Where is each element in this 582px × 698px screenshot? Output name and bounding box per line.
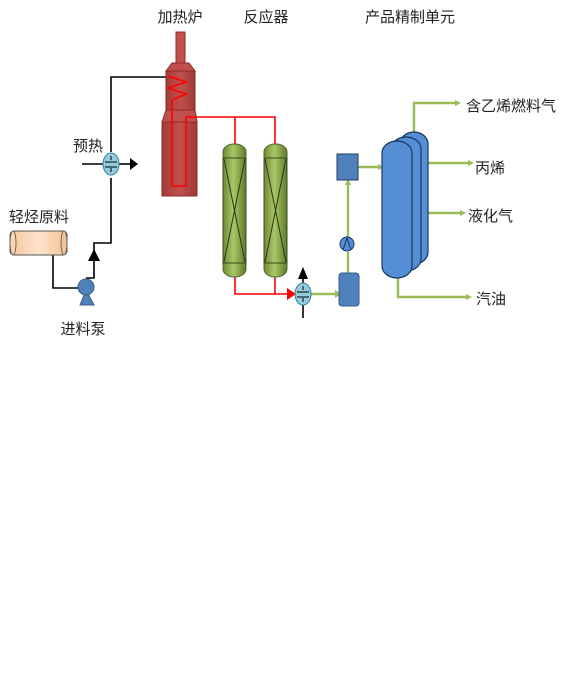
surge-drum bbox=[336, 153, 359, 181]
tank-to-pump-line bbox=[52, 255, 80, 289]
reactor-outlet-header bbox=[234, 277, 287, 295]
reactor-label: 反应器 bbox=[243, 8, 288, 26]
pump-discharge-arrow bbox=[88, 249, 100, 261]
hot-stream-arrow bbox=[287, 288, 296, 300]
preheat-exchanger bbox=[102, 152, 120, 176]
propylene-label: 丙烯 bbox=[475, 159, 505, 177]
furnace-to-reactor-header bbox=[186, 116, 276, 145]
feed-lines bbox=[52, 76, 304, 318]
furnace-radiant bbox=[161, 121, 198, 197]
furnace-hood bbox=[165, 62, 196, 72]
preheat-label: 预热 bbox=[73, 137, 103, 155]
heating-furnace bbox=[161, 31, 198, 197]
feedstock-tank bbox=[9, 230, 68, 256]
preheater-to-furnace-line bbox=[110, 76, 166, 152]
refining-columns bbox=[381, 131, 429, 279]
furnace-label: 加热炉 bbox=[157, 8, 202, 26]
product-arrows bbox=[335, 100, 474, 300]
furnace-coil bbox=[165, 75, 189, 187]
lpg-label: 液化气 bbox=[468, 207, 513, 225]
refining-unit-label: 产品精制单元 bbox=[365, 8, 455, 26]
feed-pump bbox=[77, 278, 95, 306]
fuel-gas-label: 含乙烯燃料气 bbox=[466, 97, 556, 115]
reactor-1 bbox=[222, 143, 247, 278]
refining-column-1 bbox=[381, 140, 413, 279]
gasoline-label: 汽油 bbox=[476, 290, 506, 308]
gas-liquid-separator bbox=[338, 272, 360, 307]
pump-to-preheater-line bbox=[86, 178, 112, 279]
compressor bbox=[339, 236, 355, 252]
cooler-up-arrow bbox=[298, 267, 308, 279]
feed-pump-label: 进料泵 bbox=[60, 320, 105, 338]
reactor-2 bbox=[263, 143, 288, 278]
reactor-effluent-cooler bbox=[294, 282, 312, 306]
feedstock-label: 轻烃原料 bbox=[9, 208, 69, 226]
gasoline-line bbox=[396, 276, 466, 299]
fuel-gas-line bbox=[412, 101, 455, 132]
furnace-stack bbox=[175, 31, 186, 64]
hot-stream-lines bbox=[186, 116, 287, 295]
preheat-out-arrow bbox=[130, 158, 138, 170]
